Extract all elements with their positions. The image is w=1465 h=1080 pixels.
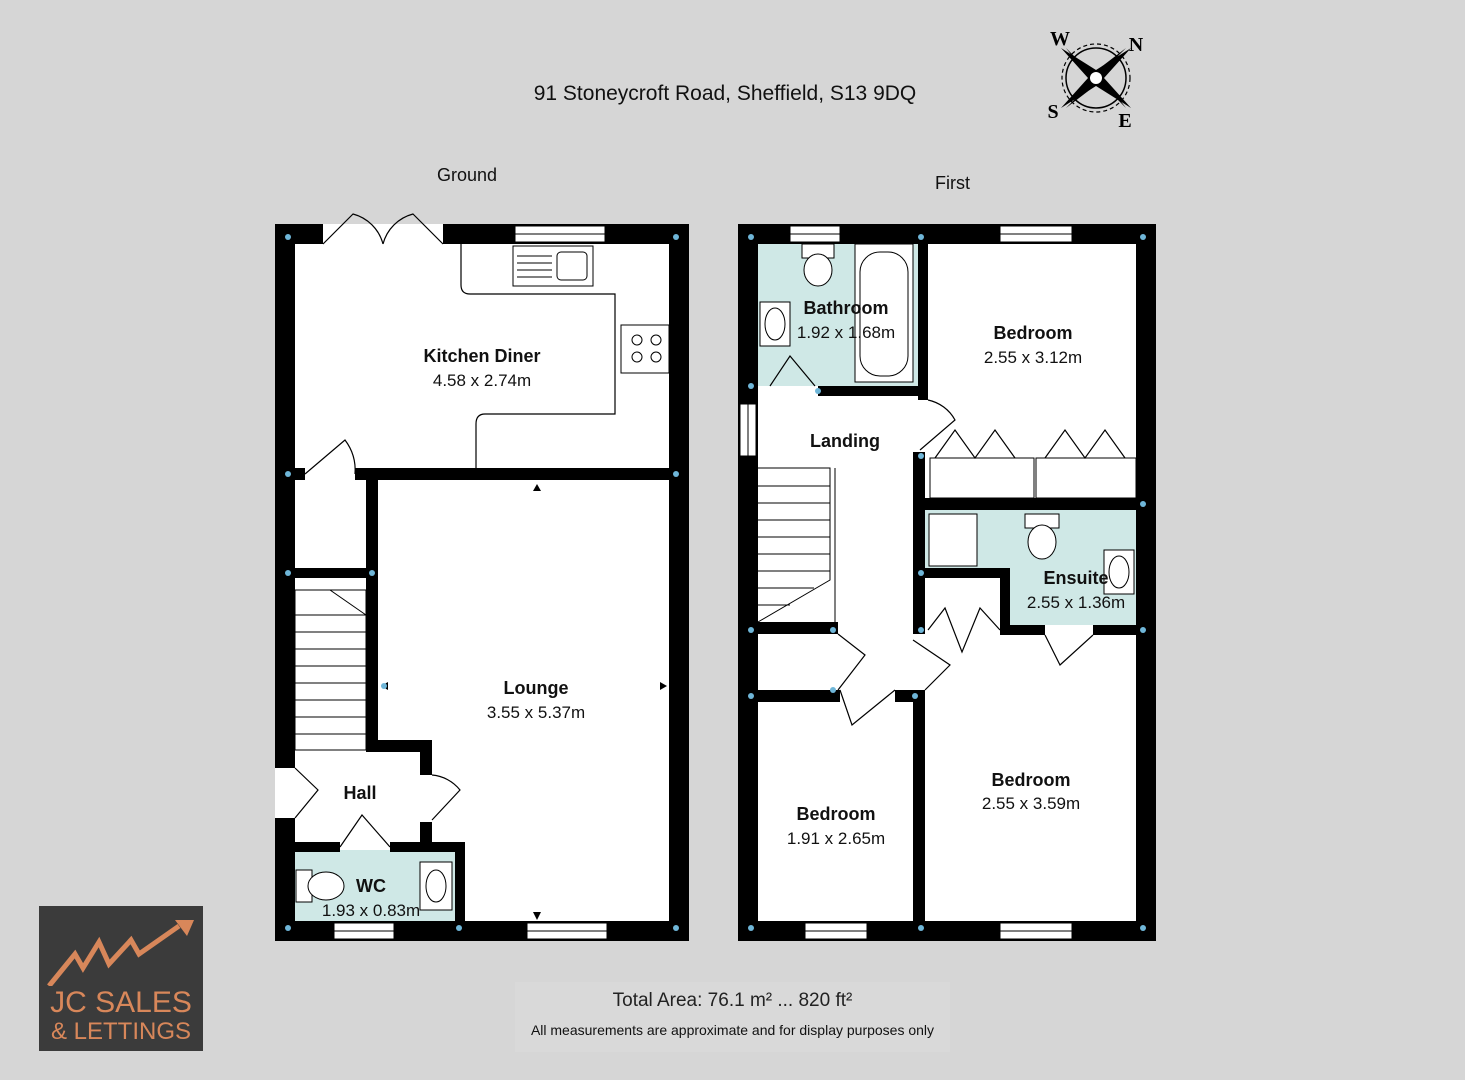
compass-e: E	[1118, 110, 1131, 132]
room-name-bedroom-3: Bedroom	[991, 770, 1070, 790]
total-area: Total Area: 76.1 m² ... 820 ft²	[612, 990, 853, 1011]
ground-floor: Kitchen Diner 4.58 x 2.74m Lounge 3.55 x…	[275, 213, 689, 941]
compass-w: W	[1050, 28, 1070, 50]
room-name-bedroom-1: Bedroom	[993, 323, 1072, 343]
room-name-landing: Landing	[810, 431, 880, 451]
compass-n: N	[1129, 34, 1144, 56]
area-summary: Total Area: 76.1 m² ... 820 ft² All meas…	[515, 982, 950, 1052]
room-name-kitchen-diner: Kitchen Diner	[423, 346, 540, 366]
room-name-bathroom: Bathroom	[804, 298, 889, 318]
room-dims-kitchen-diner: 4.58 x 2.74m	[433, 371, 531, 390]
room-dims-lounge: 3.55 x 5.37m	[487, 703, 585, 722]
room-dims-bedroom-2: 1.91 x 2.65m	[787, 829, 885, 848]
room-dims-bedroom-1: 2.55 x 3.12m	[984, 348, 1082, 367]
room-name-wc: WC	[356, 876, 386, 896]
room-name-lounge: Lounge	[504, 678, 569, 698]
floor-label-ground: Ground	[437, 165, 498, 185]
logo-line2: & LETTINGS	[50, 1018, 192, 1045]
rising-chart-icon	[47, 920, 194, 986]
room-dims-bedroom-3: 2.55 x 3.59m	[982, 794, 1080, 813]
room-dims-ensuite: 2.55 x 1.36m	[1027, 593, 1125, 612]
property-address: 91 Stoneycroft Road, Sheffield, S13 9DQ	[533, 82, 917, 105]
floor-label-first: First	[935, 173, 970, 193]
first-floor: Bathroom 1.92 x 1.68m Bedroom 2.55 x 3.1…	[738, 224, 1156, 941]
room-name-bedroom-2: Bedroom	[796, 804, 875, 824]
room-name-ensuite: Ensuite	[1043, 568, 1108, 588]
compass-s: S	[1047, 101, 1058, 123]
disclaimer: All measurements are approximate and for…	[530, 1022, 935, 1038]
room-dims-bathroom: 1.92 x 1.68m	[797, 323, 895, 342]
room-name-hall: Hall	[343, 783, 376, 803]
compass-icon: W N S E	[1047, 28, 1143, 132]
room-dims-wc: 1.93 x 0.83m	[322, 901, 420, 920]
company-logo: JC SALES & LETTINGS	[39, 906, 203, 1051]
logo-line1: JC SALES	[50, 986, 192, 1019]
